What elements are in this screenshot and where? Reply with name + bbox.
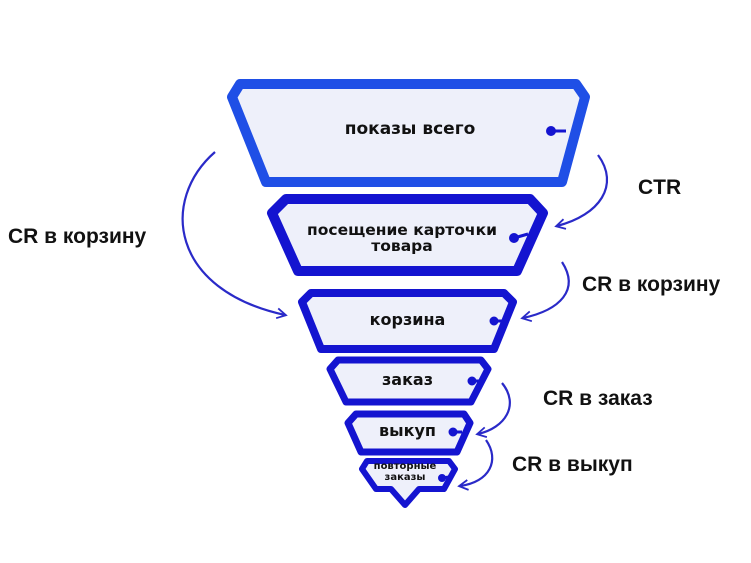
stage-shape-order xyxy=(326,356,492,406)
metric-cr-buyout: CR в выкуп xyxy=(512,453,633,476)
stage-shape-repeat-orders xyxy=(359,458,458,508)
metric-cr-cart-left: CR в корзину xyxy=(8,225,147,248)
stage-label-cart: корзина xyxy=(369,310,446,329)
stage-label-buyout: выкуп xyxy=(379,421,436,440)
arrow-cr-order xyxy=(475,382,511,439)
stage-shape-cart xyxy=(298,289,517,353)
metric-cr-order: CR в заказ xyxy=(543,387,653,410)
metric-cr-cart-right: CR в корзину xyxy=(582,273,721,296)
stage-label-order: заказ xyxy=(381,370,434,389)
arrow-cr-cart-left xyxy=(181,151,288,320)
stage-shape-impressions xyxy=(227,79,590,187)
metric-ctr: CTR xyxy=(638,176,682,199)
stage-label-repeat-orders: повторные заказы xyxy=(373,461,437,483)
arrow-cr-buyout xyxy=(457,439,494,491)
stage-label-card-visit: посещение карточки товара xyxy=(307,221,497,256)
stage-shape-card-visit xyxy=(267,194,548,276)
arrow-ctr xyxy=(554,154,609,230)
arrow-cr-cart-right xyxy=(520,261,570,323)
stage-shape-buyout xyxy=(344,410,474,456)
stage-label-impressions: показы всего xyxy=(344,119,476,139)
